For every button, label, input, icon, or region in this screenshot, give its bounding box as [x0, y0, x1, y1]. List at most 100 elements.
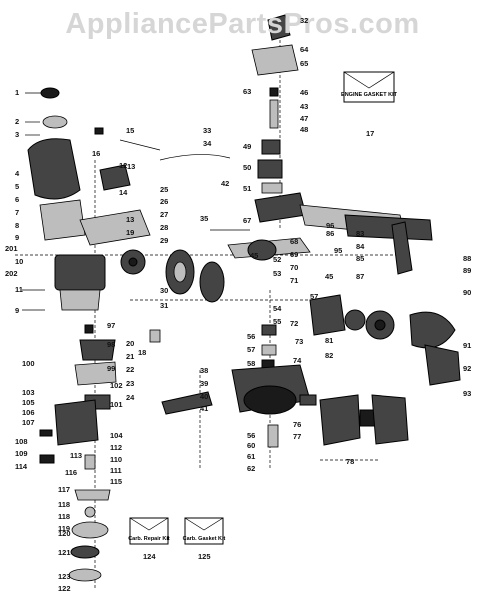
callout-23: 23 [126, 379, 135, 388]
callout-60: 60 [247, 441, 256, 450]
callout-33: 33 [203, 126, 212, 135]
callout-123: 123 [58, 572, 71, 581]
muffler-assembly [319, 394, 409, 446]
watermark: AppliancePartsPros.com [65, 8, 420, 40]
callout-7: 7 [15, 208, 20, 217]
callout-15: 15 [126, 126, 135, 135]
callout-119: 119 [58, 524, 71, 533]
callout-96: 96 [326, 221, 335, 230]
callout-101: 101 [110, 400, 123, 409]
handle-column [251, 14, 307, 223]
callout-40: 40 [200, 392, 209, 401]
callout-114: 114 [15, 462, 28, 471]
callout-57: 57 [310, 292, 319, 301]
callout-90: 90 [463, 288, 472, 297]
spark-plug [161, 391, 213, 415]
callout-121: 121 [58, 548, 71, 557]
callout-118: 118 [58, 500, 71, 509]
callout-112: 112 [110, 443, 123, 452]
callout-109: 109 [15, 449, 28, 458]
callout-18: 18 [138, 348, 147, 357]
callout-19: 19 [126, 228, 135, 237]
callout-93: 93 [463, 389, 472, 398]
callout-34: 34 [203, 139, 212, 148]
callout-52: 52 [273, 255, 282, 264]
callout-118: 118 [58, 512, 71, 521]
callout-95: 95 [334, 246, 343, 255]
callout-14: 14 [119, 188, 128, 197]
callout-10: 10 [15, 257, 24, 266]
callout-108: 108 [15, 437, 28, 446]
callout-41: 41 [200, 404, 209, 413]
callout-45: 45 [250, 251, 259, 260]
callout-201: 201 [5, 244, 18, 253]
callout-99: 99 [107, 364, 116, 373]
callout-39: 39 [200, 379, 209, 388]
callout-76: 76 [293, 420, 302, 429]
callout-9: 9 [15, 233, 20, 242]
callout-17: 17 [366, 129, 375, 138]
callout-77: 77 [293, 432, 302, 441]
callout-89: 89 [463, 266, 472, 275]
callout-12: 12 [119, 161, 128, 170]
callout-4: 4 [15, 169, 20, 178]
callout-72: 72 [290, 319, 299, 328]
callout-106: 106 [22, 408, 35, 417]
callout-3: 3 [15, 130, 20, 139]
callout-5: 5 [15, 182, 20, 191]
callout-116: 116 [65, 468, 78, 477]
callout-32: 32 [300, 16, 309, 25]
callout-22: 22 [126, 365, 135, 374]
callout-82: 82 [325, 351, 334, 360]
callout-16: 16 [92, 149, 101, 158]
callout-107: 107 [22, 418, 35, 427]
callout-48: 48 [300, 125, 309, 134]
callout-30: 30 [160, 286, 169, 295]
callout-58: 58 [247, 359, 256, 368]
callout-113: 113 [70, 451, 83, 460]
callout-74: 74 [293, 356, 302, 365]
callout-68: 68 [290, 237, 299, 246]
callout-9: 9 [15, 306, 20, 315]
callout-51: 51 [243, 184, 252, 193]
callout-117: 117 [58, 485, 71, 494]
callout-103: 103 [22, 388, 35, 397]
callout-81: 81 [325, 336, 334, 345]
callout-6: 6 [15, 195, 20, 204]
callout-67: 67 [243, 216, 252, 225]
engine-gasket-kit-label: ENGINE GASKET KIT [341, 92, 398, 98]
callout-115: 115 [110, 477, 123, 486]
callout-202: 202 [5, 269, 18, 278]
drive-shaft-assembly [227, 204, 461, 386]
callout-13: 13 [126, 215, 135, 224]
callout-47: 47 [300, 114, 309, 123]
callout-120: 120 [58, 529, 71, 538]
callout-42: 42 [221, 179, 230, 188]
callout-49: 49 [243, 142, 252, 151]
callout-100: 100 [22, 359, 35, 368]
callout-27: 27 [160, 210, 169, 219]
callout-85: 85 [356, 254, 365, 263]
callout-35: 35 [200, 214, 209, 223]
callout-46: 46 [300, 88, 309, 97]
callout-102: 102 [110, 381, 123, 390]
callout-125: 125 [198, 552, 211, 561]
carburetor-assembly [39, 324, 117, 582]
callout-24: 24 [126, 393, 135, 402]
callout-71: 71 [290, 276, 299, 285]
callout-26: 26 [160, 197, 169, 206]
callout-53: 53 [273, 269, 282, 278]
callout-61: 61 [247, 452, 256, 461]
callout-20: 20 [126, 339, 135, 348]
carb-repair-kit-envelope: Carb. Repair Kit [128, 517, 170, 545]
callout-78: 78 [346, 457, 355, 466]
cylinder-assembly [231, 324, 317, 448]
callout-56: 56 [247, 332, 256, 341]
callout-98: 98 [107, 340, 116, 349]
carb-gasket-kit-label: Carb. Gasket Kit [183, 536, 226, 542]
callout-11: 11 [15, 285, 23, 294]
callout-91: 91 [463, 341, 472, 350]
callout-70: 70 [290, 263, 299, 272]
